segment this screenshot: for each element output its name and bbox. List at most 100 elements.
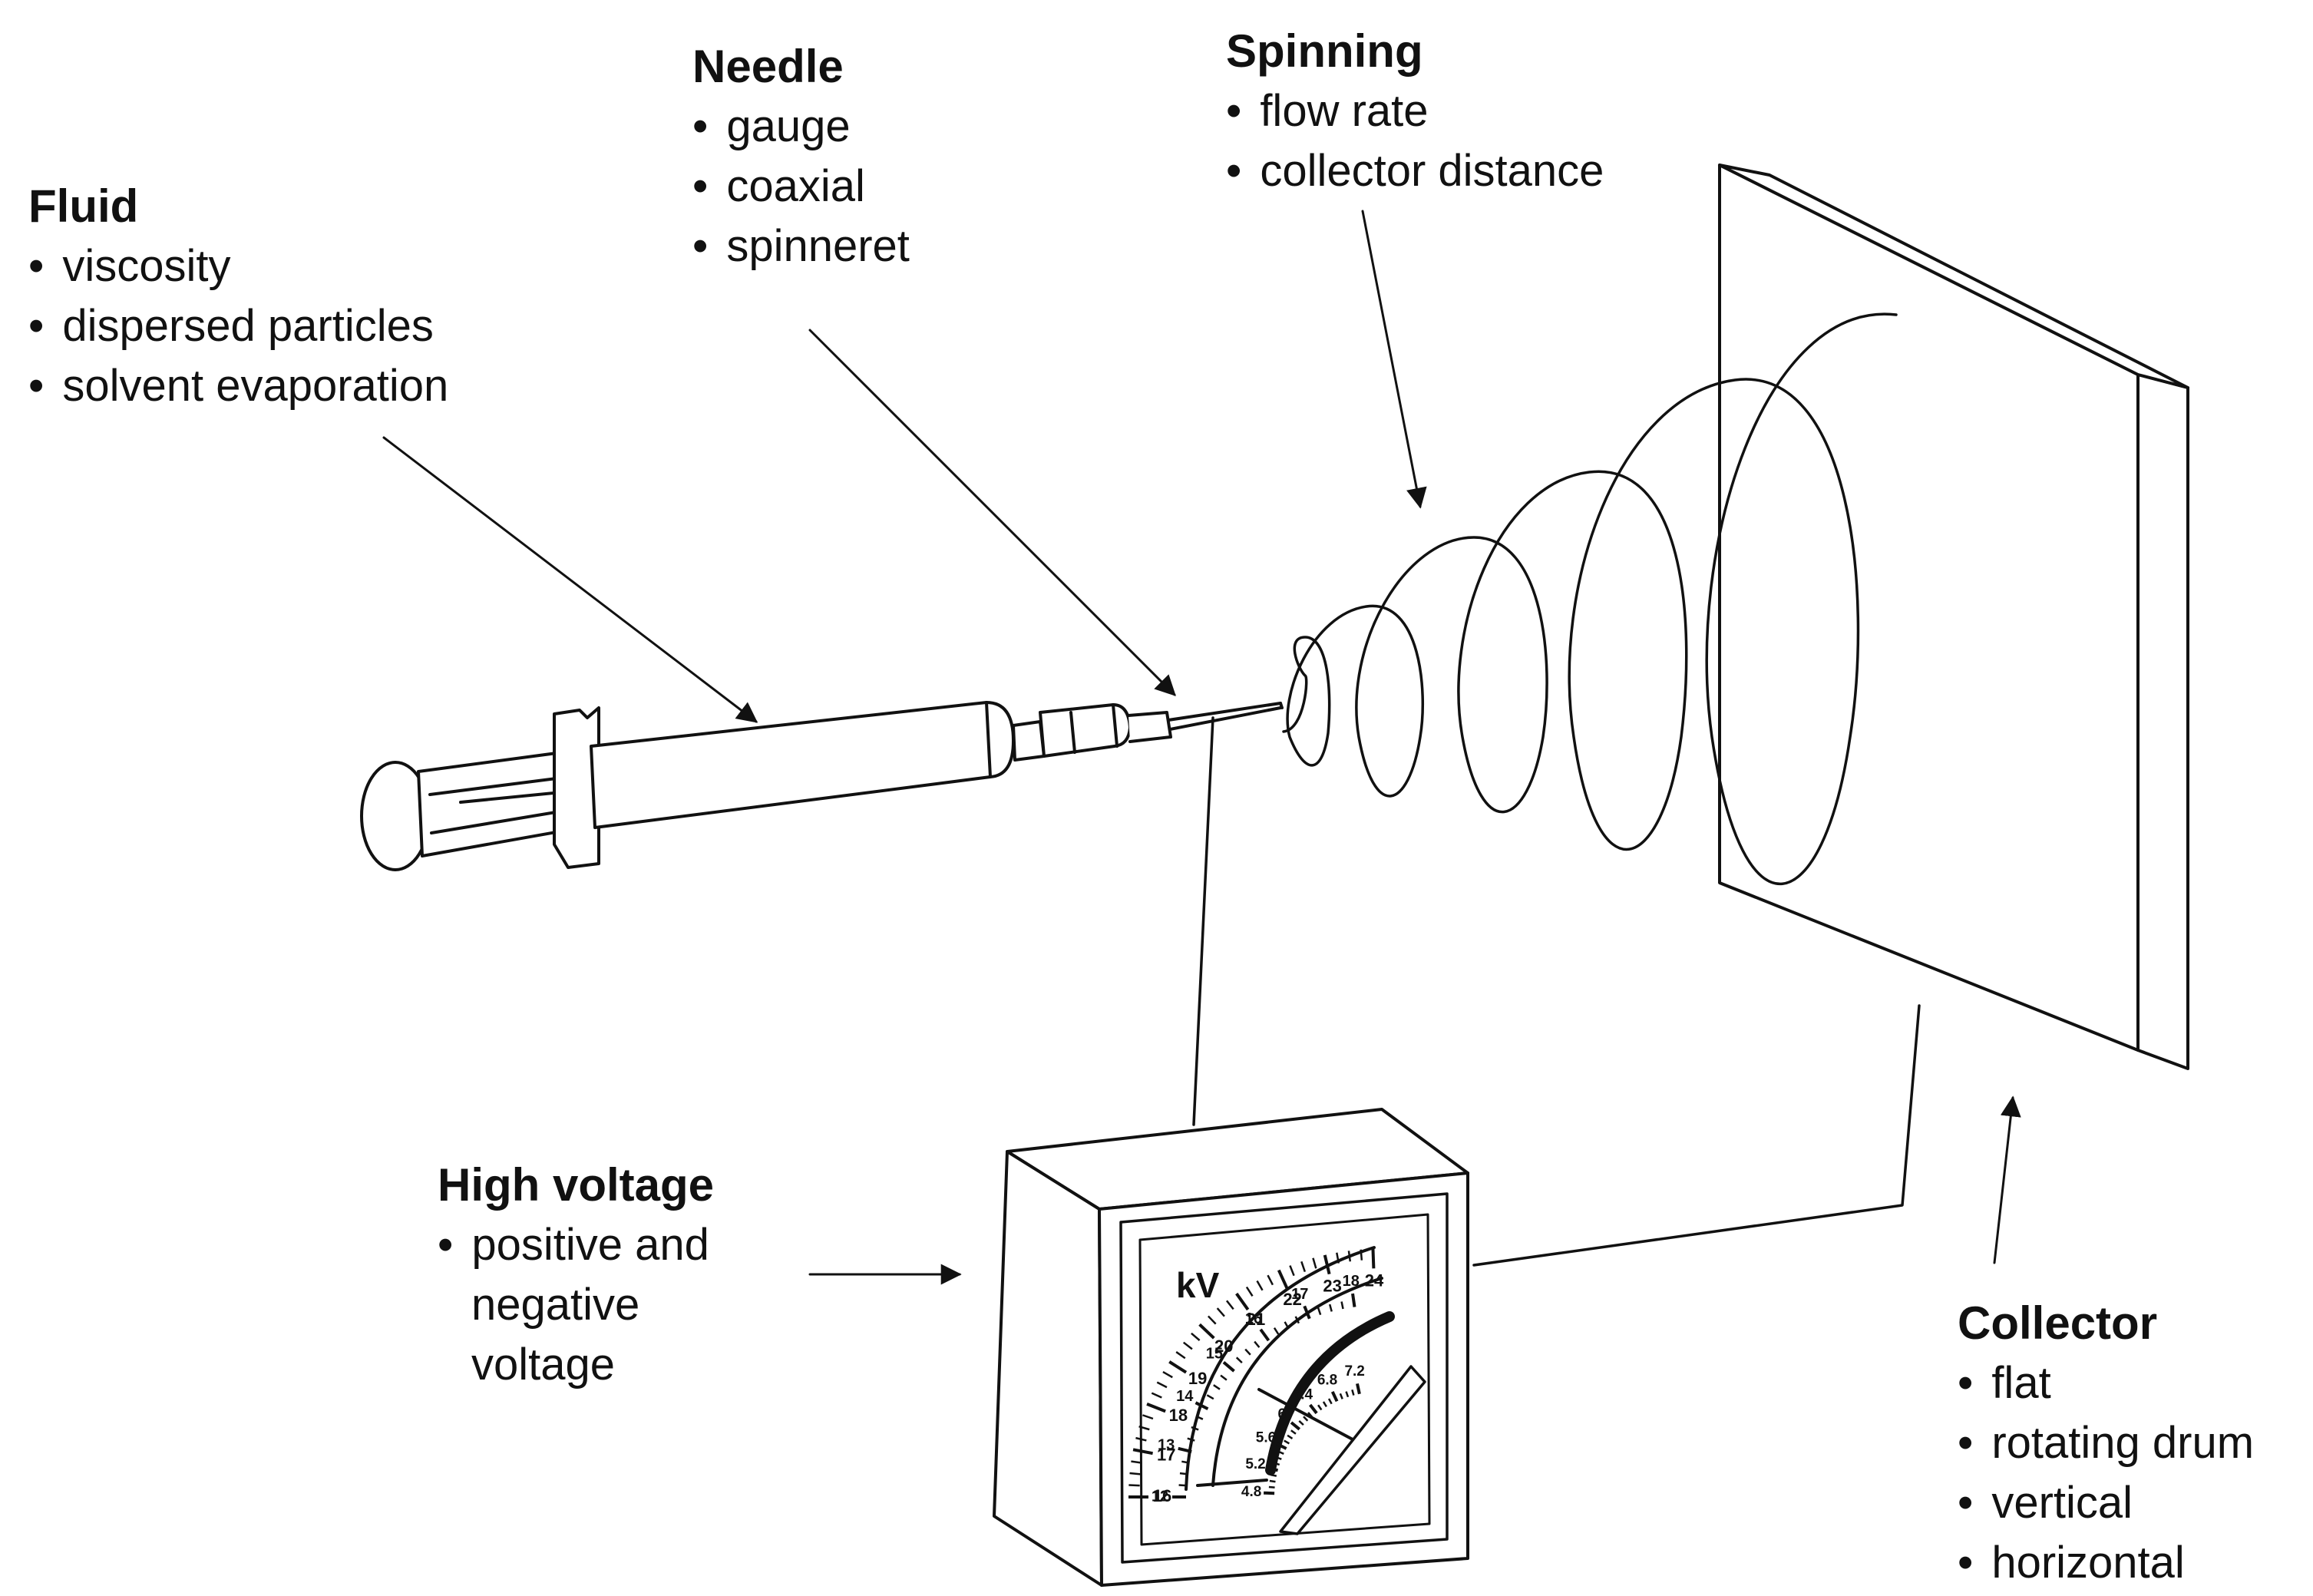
meter-tick bbox=[1198, 1323, 1215, 1340]
high-voltage-label: High voltage positive and negative volta… bbox=[438, 1155, 714, 1395]
meter-tick bbox=[1135, 1436, 1147, 1442]
meter-tick bbox=[1307, 1412, 1313, 1418]
meter-tick bbox=[1287, 1434, 1294, 1439]
meter-tick bbox=[1300, 1261, 1307, 1273]
spiral-fiber-jet bbox=[1282, 312, 1898, 886]
meter-tick bbox=[1351, 1293, 1356, 1307]
meter-scale-label: 19 bbox=[1188, 1369, 1207, 1388]
meter-tick bbox=[1339, 1393, 1343, 1399]
meter-tick bbox=[1290, 1421, 1301, 1431]
meter-tick bbox=[1191, 1332, 1201, 1341]
collector-plate bbox=[1718, 164, 2189, 1070]
meter-tick bbox=[1195, 1415, 1204, 1420]
meter-tick bbox=[1351, 1389, 1355, 1396]
meter-scale-label: 17 bbox=[1157, 1445, 1175, 1464]
meter-tick bbox=[1269, 1479, 1276, 1483]
meter-scale-label: 6.4 bbox=[1293, 1387, 1313, 1403]
meter-scale-label: 16 bbox=[1153, 1486, 1171, 1505]
collector-title: Collector bbox=[1958, 1297, 2158, 1349]
meter-tick bbox=[1146, 1402, 1166, 1413]
meter-tick bbox=[1245, 1286, 1254, 1297]
meter-scale-label: 21 bbox=[1247, 1310, 1265, 1329]
spinning-item: flow rate bbox=[1226, 81, 1604, 141]
spinning-title: Spinning bbox=[1226, 25, 1423, 77]
meter-tick bbox=[1175, 1351, 1186, 1360]
meter-tick bbox=[1213, 1384, 1221, 1390]
meter-scale-label: 12 bbox=[1152, 1488, 1168, 1505]
meter-tick bbox=[1277, 1450, 1284, 1455]
meter-tick bbox=[1225, 1300, 1234, 1310]
meter-tick bbox=[1162, 1370, 1173, 1379]
meter-tick bbox=[1317, 1307, 1322, 1316]
meter-tick bbox=[1194, 1401, 1209, 1411]
meter-tick bbox=[1330, 1391, 1339, 1403]
needle-label: Needle gauge coaxial spinneret bbox=[692, 37, 910, 276]
meter-tick bbox=[1273, 1327, 1280, 1335]
meter-tick bbox=[1256, 1280, 1264, 1291]
spinning-label: Spinning flow rate collector distance bbox=[1226, 21, 1604, 201]
meter-tick bbox=[1347, 1251, 1352, 1262]
meter-scale-label: 5.6 bbox=[1256, 1430, 1276, 1446]
meter-tick bbox=[1142, 1414, 1154, 1420]
meter-tick bbox=[1345, 1391, 1350, 1398]
meter-scale-label: 6 bbox=[1277, 1406, 1286, 1423]
meter-tick bbox=[1216, 1307, 1225, 1317]
meter-tick bbox=[1284, 1321, 1290, 1329]
meter-tick bbox=[1235, 1356, 1243, 1364]
leader-lines bbox=[382, 210, 2021, 1285]
meter-tick bbox=[1276, 1442, 1287, 1450]
meter-tick bbox=[1129, 1472, 1141, 1475]
meter-tick bbox=[1327, 1398, 1333, 1405]
meter-scale-label: 24 bbox=[1365, 1271, 1384, 1290]
meter-tick bbox=[1179, 1472, 1188, 1475]
meter-tick bbox=[1309, 1403, 1318, 1415]
meter-scale-label: 16 bbox=[1245, 1310, 1262, 1327]
meter-tick bbox=[1138, 1425, 1150, 1431]
fluid-item: solvent evaporation bbox=[28, 356, 448, 416]
meter-tick bbox=[1178, 1446, 1192, 1453]
collector-item: flat bbox=[1958, 1353, 2254, 1413]
spinning-item: collector distance bbox=[1226, 141, 1604, 201]
meter-tick bbox=[1191, 1426, 1199, 1431]
meter-tick bbox=[1356, 1383, 1361, 1395]
meter-tick bbox=[1274, 1462, 1280, 1466]
collector-label: Collector flat rotating drum vertical ho… bbox=[1958, 1294, 2254, 1593]
meter-tick bbox=[1303, 1416, 1309, 1422]
meter-tick bbox=[1323, 1254, 1331, 1275]
meter-tick bbox=[1244, 1348, 1251, 1356]
meter-tick bbox=[1168, 1360, 1188, 1374]
syringe bbox=[360, 701, 1284, 871]
meter-tick bbox=[1294, 1316, 1300, 1324]
needle-item: spinneret bbox=[692, 216, 910, 276]
meter-scale-label: 13 bbox=[1158, 1436, 1175, 1453]
needle-item: coaxial bbox=[692, 157, 910, 216]
meter-scale-label: 14 bbox=[1176, 1388, 1194, 1405]
meter-tick bbox=[1317, 1404, 1323, 1411]
meter-tick bbox=[1235, 1292, 1250, 1311]
meter-tick bbox=[1298, 1420, 1304, 1426]
meter-tick bbox=[1340, 1301, 1344, 1310]
meter-scale-label: 17 bbox=[1291, 1286, 1308, 1303]
meter-tick bbox=[1284, 1439, 1290, 1445]
meter-scale-label: 4.8 bbox=[1241, 1484, 1261, 1500]
collector-item: vertical bbox=[1958, 1473, 2254, 1533]
high-voltage-item: negative bbox=[471, 1280, 640, 1330]
collector-item: horizontal bbox=[1958, 1533, 2254, 1593]
high-voltage-item: voltage bbox=[471, 1340, 616, 1389]
meter-scale-label: 7.2 bbox=[1344, 1363, 1364, 1380]
meter-tick bbox=[1290, 1429, 1297, 1435]
meter-scale-label: 22 bbox=[1283, 1290, 1301, 1309]
meter-scale-label: 6.8 bbox=[1317, 1373, 1337, 1389]
meter-tick bbox=[1151, 1392, 1162, 1399]
meter-tick bbox=[1178, 1484, 1187, 1487]
meter-tick bbox=[1303, 1305, 1311, 1320]
meter-tick bbox=[1222, 1360, 1235, 1373]
meter-scale-label: 5.2 bbox=[1245, 1456, 1265, 1472]
meter-tick bbox=[1182, 1341, 1193, 1350]
meter-tick bbox=[1206, 1394, 1214, 1400]
collector-item: rotating drum bbox=[1958, 1413, 2254, 1473]
meter-tick bbox=[1259, 1328, 1270, 1342]
meter-scale-label: 18 bbox=[1343, 1273, 1360, 1290]
